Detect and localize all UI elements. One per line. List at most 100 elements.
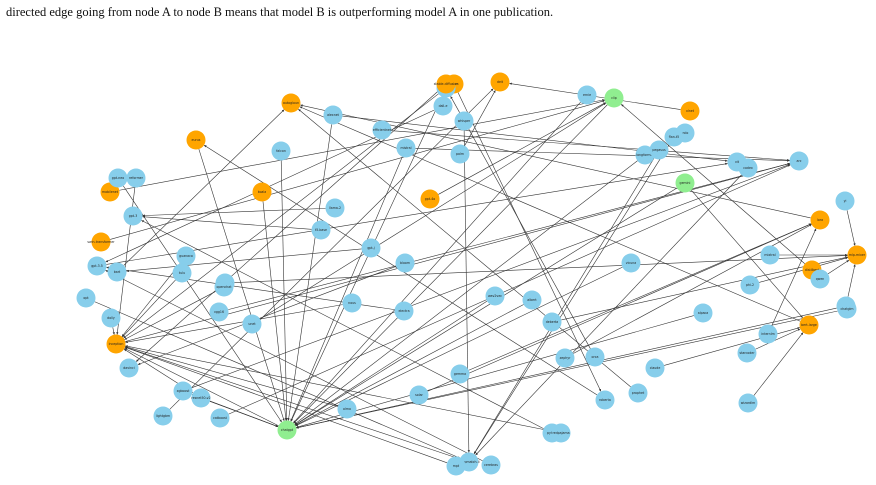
edge-n73-n24 [468, 223, 812, 371]
node-circle [740, 275, 760, 295]
node-n64: qwen [810, 269, 830, 289]
node-label: opt [83, 296, 89, 300]
node-label: deit [497, 80, 504, 84]
node-label: wav2vec [488, 294, 502, 298]
node-circle [604, 88, 624, 108]
node-n32: swin-transformer [87, 232, 115, 252]
edge-n78-n22 [124, 346, 448, 464]
node-circle [760, 245, 780, 265]
node-n36: unet [242, 314, 262, 334]
node-n12: xgboost [173, 381, 193, 401]
node-circle [450, 364, 470, 384]
node-circle [372, 120, 392, 140]
node-n24: lora [810, 210, 830, 230]
edge-n45-n3 [463, 130, 471, 453]
node-label: cerebras [484, 463, 498, 467]
node-circle [433, 96, 453, 116]
node-circle [100, 182, 120, 202]
edge-n77-n19 [105, 270, 483, 461]
node-circle [420, 189, 440, 209]
node-circle [649, 140, 669, 160]
node-label: roberta [599, 398, 611, 402]
edge-n12-n10 [191, 164, 791, 388]
node-circle [675, 173, 695, 193]
nodes-layer: adamsgddeepmatch-iieurusautoglounbert-la… [76, 72, 867, 476]
node-circle [214, 277, 234, 297]
node-n52: gpt-neo [108, 168, 128, 188]
node-label: swin-transformer [87, 240, 115, 244]
node-label: alpaca [698, 311, 709, 315]
edge-n37-n18 [142, 208, 326, 217]
node-label: internlm [761, 332, 774, 336]
node-n10: arc [789, 151, 809, 171]
node-n59: alpaca [693, 303, 713, 323]
node-label: olmo [343, 407, 351, 411]
node-label: whisper [458, 119, 471, 123]
node-n40: t5-base [311, 220, 331, 240]
node-n55: pegasus [649, 140, 669, 160]
node-label: mixtral [764, 253, 775, 257]
node-circle [810, 210, 830, 230]
edge-n60-n6 [691, 189, 803, 319]
node-label: alexnet [327, 113, 340, 117]
edge-n22-n10 [125, 162, 790, 342]
node-circle [835, 191, 855, 211]
node-n75: olmo [337, 399, 357, 419]
node-n43: stable-diffusion [434, 74, 458, 94]
node-circle [323, 105, 343, 125]
node-circle [126, 168, 146, 188]
edge-n32-n20 [110, 100, 605, 240]
node-n79: redpajama [551, 423, 571, 443]
node-label: gpt-3.5 [91, 264, 103, 268]
node-circle [91, 232, 111, 252]
node-label: t5-base [315, 228, 327, 232]
node-circle [394, 301, 414, 321]
node-n82: guanaco [176, 246, 196, 266]
node-n23: bart [107, 262, 127, 282]
edge-n65-n25 [846, 210, 856, 246]
node-label: prophet [632, 391, 645, 395]
edge-n50-n9 [294, 160, 638, 425]
node-circle [680, 101, 700, 121]
node-label: orca [592, 355, 599, 359]
node-label: redpajama [552, 431, 569, 435]
node-circle [123, 206, 143, 226]
node-label: vit [735, 160, 740, 164]
node-n28: lightgbm [153, 406, 173, 426]
node-circle [337, 399, 357, 419]
node-label: lightgbm [156, 414, 170, 418]
node-label: gemma [454, 372, 466, 376]
node-label: gemini [680, 181, 691, 185]
node-label: llama-2 [329, 206, 341, 210]
node-label: eurus [192, 138, 201, 142]
edge-n76-n18 [141, 220, 544, 429]
node-label: tulu [179, 271, 185, 275]
node-n35: vgg16 [209, 302, 229, 322]
edge-n1-n8 [457, 92, 602, 392]
edge-n17-n9 [290, 156, 403, 422]
node-circle [542, 312, 562, 332]
node-label: arc [797, 159, 802, 163]
node-label: koala [258, 190, 267, 194]
edge-n4-n9 [198, 148, 285, 422]
node-label: guanaco [179, 254, 193, 258]
node-circle [108, 168, 128, 188]
node-n84: openchat [214, 277, 234, 297]
node-circle [789, 151, 809, 171]
node-circle [173, 381, 193, 401]
node-n8: roberta [595, 390, 615, 410]
node-circle [522, 290, 542, 310]
node-n61: claude [645, 358, 665, 378]
node-label: starcoder [739, 351, 755, 355]
edge-n15-n10 [391, 130, 790, 162]
node-label: solar [415, 393, 423, 397]
node-circle [628, 383, 648, 403]
node-n38: falcon [271, 141, 291, 161]
node-n17: mistral [396, 138, 416, 158]
node-label: electra [398, 309, 409, 313]
node-label: nous [348, 301, 356, 305]
node-circle [758, 324, 778, 344]
node-n85: nous [342, 293, 362, 313]
node-circle [450, 144, 470, 164]
node-circle [191, 388, 211, 408]
